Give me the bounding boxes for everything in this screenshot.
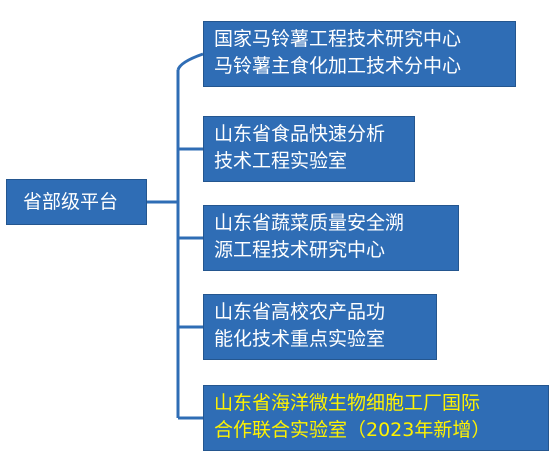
platform-node-line: 合作联合实验室（2023年新增） <box>214 419 491 441</box>
root-node-label: 省部级平台 <box>23 191 119 213</box>
platform-node-line: 能化技术重点实验室 <box>214 328 386 350</box>
platform-node-food-analysis-lab: 山东省食品快速分析 技术工程实验室 <box>203 116 415 182</box>
platform-node-line: 山东省蔬菜质量安全溯 <box>214 212 405 234</box>
platform-node-agri-products-key-lab: 山东省高校农产品功 能化技术重点实验室 <box>203 294 437 360</box>
platform-node-line: 国家马铃薯工程技术研究中心 <box>214 28 462 50</box>
platform-node-line: 山东省海洋微生物细胞工厂国际 <box>214 392 481 414</box>
connector-branch-0 <box>176 52 204 71</box>
platform-node-line: 山东省食品快速分析 <box>214 123 386 145</box>
root-node-provincial-platforms: 省部级平台 <box>6 179 147 225</box>
platform-node-line: 马铃薯主食化加工技术分中心 <box>214 55 462 77</box>
platform-node-line: 技术工程实验室 <box>214 150 348 172</box>
platform-node-potato-center: 国家马铃薯工程技术研究中心 马铃薯主食化加工技术分中心 <box>203 21 516 87</box>
platform-node-marine-microbe-lab-highlight: 山东省海洋微生物细胞工厂国际 合作联合实验室（2023年新增） <box>203 385 549 451</box>
platform-node-vegetable-traceability-center: 山东省蔬菜质量安全溯 源工程技术研究中心 <box>203 205 459 271</box>
platform-node-line: 山东省高校农产品功 <box>214 301 386 323</box>
platform-node-line: 源工程技术研究中心 <box>214 239 386 261</box>
